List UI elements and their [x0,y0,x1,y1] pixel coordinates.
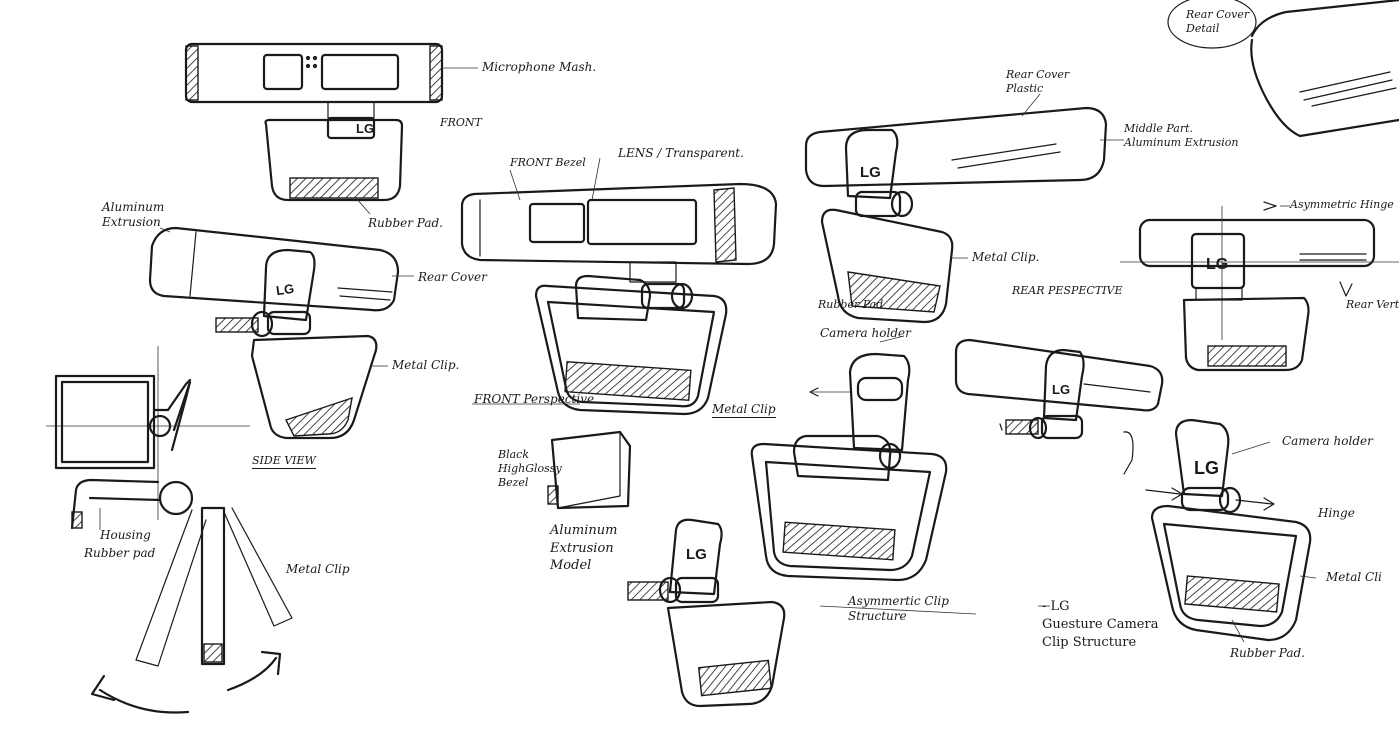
asymmetric-clip [627,518,977,708]
front-view-camera [184,42,478,215]
label-rear-cover: Rear Cover [418,270,487,284]
rear-view-small [954,338,1164,475]
label-rubber-pad-rear: Rubber Pad [818,298,884,311]
label-middle-part: Middle Part. Aluminum Extrusion [1124,122,1239,149]
lg-logo: LG [1052,382,1071,397]
label-metal-clip-side: Metal Clip [286,562,350,576]
asymmetric-hinge-view [1120,201,1399,372]
label-rubber-pad-side: Rubber pad [84,546,156,560]
label-rear-cover-plastic: Rear Cover Plastic [1006,68,1070,95]
side-view [46,346,293,714]
label-asymmetric-hinge: Asymmetric Hinge [1290,198,1394,211]
label-metal-clip: Metal Clip. [392,358,460,372]
label-metal-clip-rear: Metal Clip. [972,250,1040,264]
lg-logo: LG [275,280,296,299]
label-metal-clip-right: Metal Cli [1326,570,1382,584]
label-title-block: - LG Guesture Camera Clip Structure [1042,599,1159,651]
label-camera-holder-right: Camera holder [1282,434,1373,448]
bezel-sample [547,430,632,510]
label-rubber-pad-right: Rubber Pad. [1230,646,1305,660]
label-aluminum-model: Aluminum Extrusion Model [550,523,618,574]
label-hinge: Hinge [1318,506,1355,520]
label-rear-cover-detail: Rear Cover Detail [1186,8,1250,35]
label-lens: LENS / Transparent. [618,146,744,160]
label-rear-vertical: Rear Verti [1346,298,1399,311]
rear-perspective-left [148,226,414,440]
lg-logo: LG [860,164,881,181]
lg-logo: LG [1194,458,1219,478]
label-side-view: SIDE VIEW [252,454,316,469]
label-black-glossy-bezel: Black HighGlossy Bezel [498,448,562,489]
center-clip [750,335,948,582]
rear-cover-detail-sketch [1167,0,1399,138]
label-rear-perspective: REAR PESPECTIVE [1012,284,1123,297]
label-front-perspective: FRONT Perspective [474,392,595,406]
label-front-bezel: FRONT Bezel [510,156,586,169]
rear-perspective [804,93,1124,324]
label-microphone-mesh: Microphone Mash. [482,60,597,74]
lg-logo: LG [356,121,375,136]
label-aluminum-extrusion: Aluminum Extrusion [102,200,165,229]
label-camera-holder: Camera holder [820,326,911,340]
right-clip [1038,418,1317,643]
lg-logo: LG [686,546,707,563]
label-front: FRONT [440,116,482,129]
label-rubber-pad: Rubber Pad. [368,216,443,230]
label-housing: Housing [100,528,151,542]
label-metal-clip-center: Metal Clip [712,402,776,418]
lg-logo: LG [1206,256,1229,273]
front-perspective-center [460,157,778,416]
label-asymmetric-clip: Asymmertic Clip Structure [848,594,949,623]
